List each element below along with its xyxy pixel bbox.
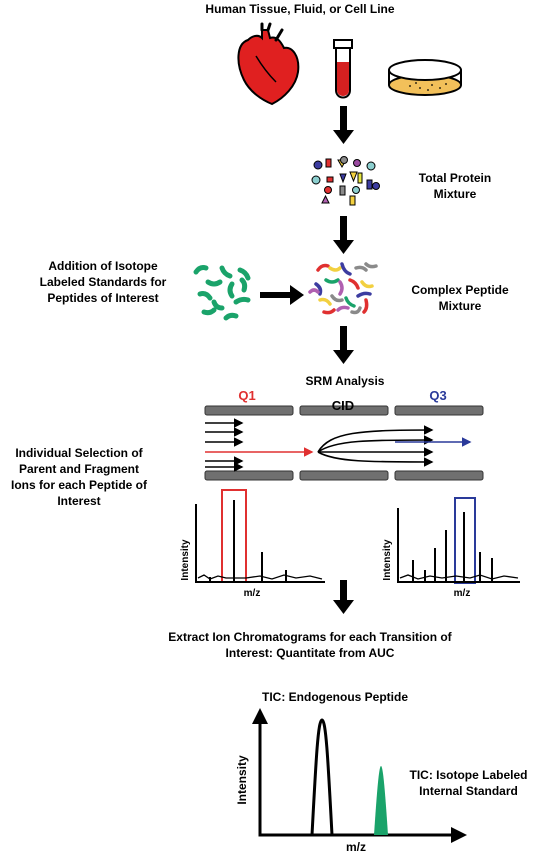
protein-mixture-icon: [311, 156, 380, 206]
tic-xlabel: m/z: [346, 840, 366, 853]
tic-endogenous-label: TIC: Endogenous Peptide: [262, 690, 408, 704]
cid-label: CID: [332, 398, 354, 413]
tic-ylabel: Intensity: [235, 755, 249, 805]
tic-chromatogram: Intensity m/z: [235, 708, 467, 853]
left-spectrum-ylabel: Intensity: [180, 539, 191, 581]
heart-icon: [237, 22, 300, 106]
left-spectrum: Intensity m/z: [180, 489, 325, 599]
flow-arrows: [260, 106, 354, 614]
standard-peak: [374, 766, 388, 835]
endogenous-peak: [310, 718, 334, 836]
peptide-mixture-icon: [308, 262, 378, 315]
srm-label: SRM Analysis: [305, 374, 385, 388]
quadrupole-diagram: Q1 CID Q3: [204, 388, 484, 481]
petri-dish-icon: [388, 59, 462, 96]
source-title: Human Tissue, Fluid, or Cell Line: [205, 2, 395, 16]
q3-label: Q3: [429, 388, 446, 403]
right-spectrum-xlabel: m/z: [454, 588, 471, 599]
blood-tube-icon: [333, 39, 353, 99]
q1-label: Q1: [238, 388, 255, 403]
isotope-standards-icon: [193, 265, 251, 321]
right-spectrum: Intensity m/z: [382, 497, 520, 599]
left-spectrum-xlabel: m/z: [244, 588, 261, 599]
extract-label: Extract Ion Chromatograms for each Trans…: [168, 630, 452, 660]
right-spectrum-ylabel: Intensity: [382, 539, 393, 581]
